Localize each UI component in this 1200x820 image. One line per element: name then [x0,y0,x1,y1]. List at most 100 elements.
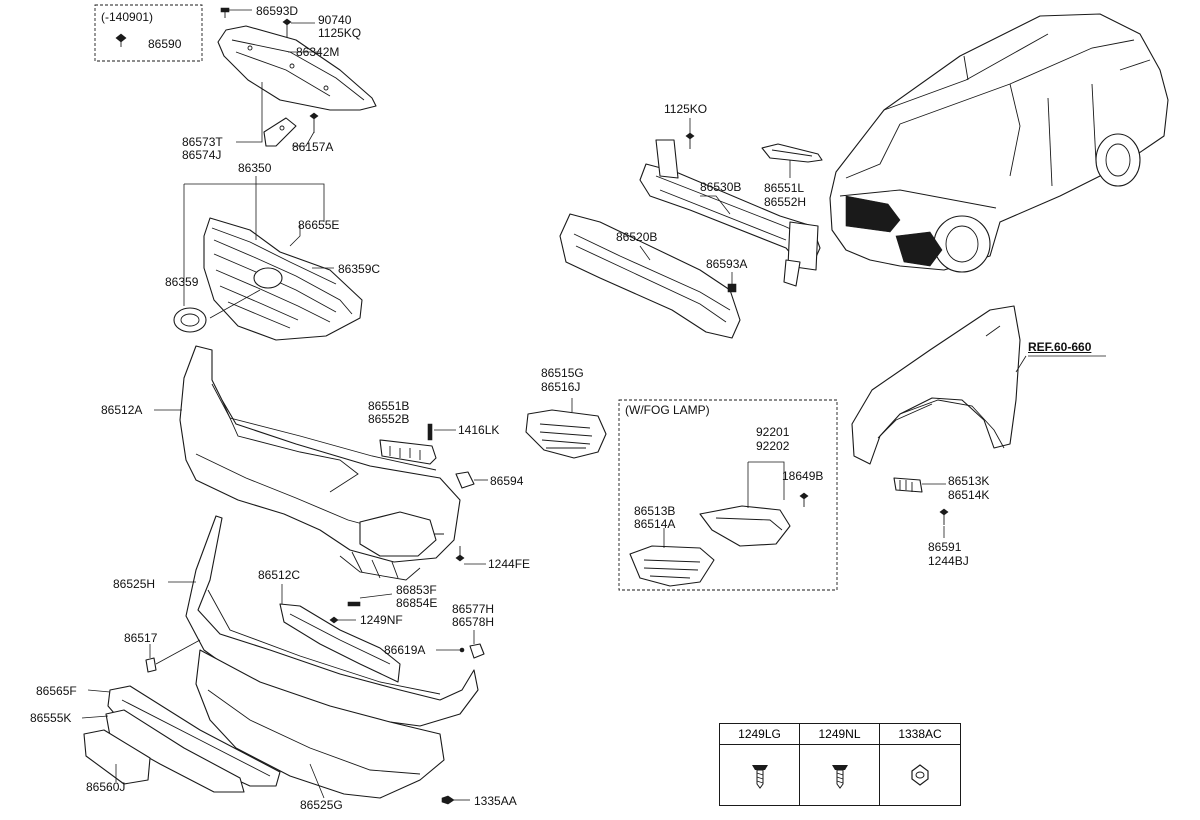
fog-lamp-92201 [699,505,791,547]
label-86551B: 86551B [368,399,410,413]
label-variant-code: (-140901) [101,10,154,24]
label-86577H: 86577H [452,602,495,616]
garnish-86515G [525,409,607,459]
label-86573T: 86573T [182,135,223,149]
clip-86593D-icon [220,7,230,18]
skid-plate-86560J [83,729,151,785]
bracket-86513K [893,477,923,493]
label-86574J: 86574J [182,148,222,162]
bracket-86551L [761,143,823,163]
clip-86593A-icon [727,283,737,293]
energy-absorber-86520B [559,213,741,339]
variant-box [94,4,203,62]
bolt-90740-icon [282,18,292,37]
label-86516J: 86516J [541,380,581,394]
clip-86594-icon [455,471,475,489]
fastener-column-1249NL: 1249NL [800,724,880,805]
label-86359: 86359 [165,275,199,289]
label-fog-lamp-variant: (W/FOG LAMP) [625,403,710,417]
radiator-grille-86350 [203,217,363,341]
label-86530B: 86530B [700,180,742,194]
label-86853F: 86853F [396,583,437,597]
label-86565F: 86565F [36,684,77,698]
fastener-code-1338AC: 1338AC [880,724,960,745]
label-18649B: 18649B [782,469,824,483]
label-86513B: 86513B [634,504,676,518]
label-86593D: 86593D [256,4,299,18]
label-86515G: 86515G [541,366,584,380]
screw-icon [832,765,848,789]
label-86514A: 86514A [634,517,676,531]
bumper-cover-86512A [179,345,461,581]
label-86552H: 86552H [764,195,807,209]
label-92202: 92202 [756,439,790,453]
label-ref-60-660: REF.60-660 [1028,340,1092,354]
label-86514K: 86514K [948,488,990,502]
label-86854E: 86854E [396,596,438,610]
label-86593A: 86593A [706,257,748,271]
screw-1249NF-icon [329,616,339,624]
label-86513K: 86513K [948,474,990,488]
fastener-code-1249NL: 1249NL [800,724,879,745]
label-1335AA: 1335AA [474,794,517,808]
upper-cover-86342M [217,25,377,111]
bolt-1244FE-icon [455,546,465,562]
lower-bumper-86525G [195,649,445,799]
label-86512C: 86512C [258,568,301,582]
bolt-1335AA-icon [441,795,455,805]
clip-86577H-icon [469,643,485,659]
label-86590: 86590 [148,37,182,51]
fastener-code-1249LG: 1249LG [720,724,799,745]
fastener-table: 1249LG 1249NL 1338AC [719,723,961,806]
label-86342M: 86342M [296,45,340,59]
clip-86590-icon [115,33,127,47]
bracket-86551B [379,439,437,465]
label-86555K: 86555K [30,711,72,725]
label-86517: 86517 [124,631,158,645]
clip-86853F-icon [347,601,361,607]
bolt-1125KO-icon [685,132,695,149]
label-86525H: 86525H [113,577,156,591]
label-1416LK: 1416LK [458,423,500,437]
screw-icon [752,765,768,789]
label-1249NF: 1249NF [360,613,403,627]
emblem-86359 [173,307,207,333]
garnish-86513B [629,545,715,587]
clip-1416LK-icon [427,423,433,441]
label-86560J: 86560J [86,780,126,794]
nut-icon [911,764,929,786]
label-1125KO: 1125KO [664,102,708,116]
label-86655E: 86655E [298,218,340,232]
label-86157A: 86157A [292,140,334,154]
bumper-beam-86530B [639,139,821,287]
label-86350: 86350 [238,161,272,175]
label-1125KQ: 1125KQ [318,26,362,40]
label-90740: 90740 [318,13,352,27]
label-86594: 86594 [490,474,524,488]
label-86619A: 86619A [384,643,426,657]
label-86520B: 86520B [616,230,658,244]
screw-86591-icon [939,508,949,525]
label-1244BJ: 1244BJ [928,554,969,568]
label-86525G: 86525G [300,798,343,812]
screw-86157A-icon [309,112,319,133]
clip-86517-icon [145,657,157,673]
label-86591: 86591 [928,540,962,554]
label-86512A: 86512A [101,403,143,417]
label-92201: 92201 [756,425,790,439]
fastener-column-1249LG: 1249LG [720,724,800,805]
fastener-column-1338AC: 1338AC [880,724,960,805]
vehicle-icon [829,13,1169,273]
fender-ref-60-660 [851,305,1021,465]
lip-strip-86512C [279,603,401,683]
label-86578H: 86578H [452,615,495,629]
label-1244FE: 1244FE [488,557,531,571]
label-86552B: 86552B [368,412,410,426]
label-86551L: 86551L [764,181,805,195]
bracket-86573T [263,117,297,147]
fog-lamp-box [618,399,838,591]
label-86359C: 86359C [338,262,381,276]
screw-18649B-icon [799,492,809,507]
